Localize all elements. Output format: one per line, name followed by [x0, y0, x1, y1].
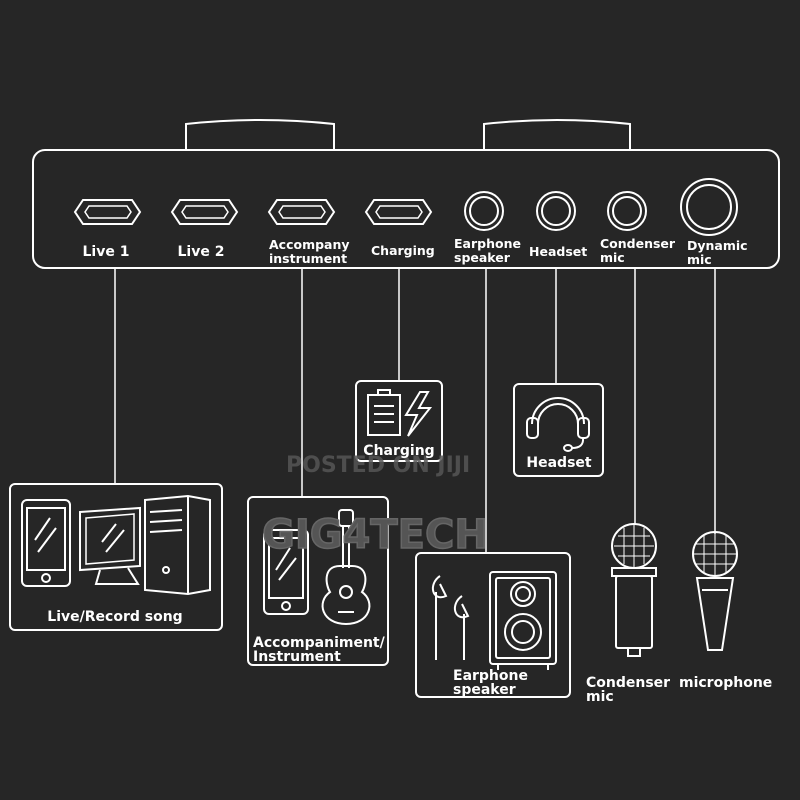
- watermark-posted: POSTED ON JIJI: [286, 453, 470, 478]
- soundcard-body: [32, 149, 780, 269]
- earphone-speaker-box: [415, 552, 571, 698]
- port-label-condenser-2: mic: [600, 250, 625, 265]
- headset-icon: [526, 397, 590, 452]
- port-label-headset: Headset: [529, 244, 587, 259]
- accompany-port: [267, 199, 336, 225]
- port-label-accompany-1: Accompany: [269, 237, 350, 252]
- dynamic-jack: [680, 178, 738, 236]
- phone-icon: [21, 499, 71, 587]
- earphones-icon: [431, 575, 470, 660]
- condenser-jack: [607, 191, 647, 231]
- phone-icon-2: [263, 529, 309, 615]
- port-label-condenser-1: Condenser: [600, 236, 676, 251]
- device-label-microphone: microphone: [679, 675, 772, 691]
- left-knob: [185, 119, 335, 150]
- monitor-icon: [79, 506, 141, 585]
- device-label-accompaniment-1: Accompaniment/: [253, 635, 386, 651]
- charging-port: [364, 199, 433, 225]
- live1-port: [73, 199, 142, 225]
- accompaniment-box: [247, 496, 389, 666]
- condenser-mic-icon: [611, 523, 657, 657]
- port-label-accompany-2: instrument: [269, 251, 347, 266]
- guitar-icon: [321, 509, 371, 626]
- battery-icon: [367, 389, 401, 436]
- device-label-condenser-1: Condenser: [586, 675, 670, 691]
- live2-port: [170, 199, 239, 225]
- dynamic-mic-icon: [692, 531, 738, 651]
- device-label-live-record: Live/Record song: [47, 609, 182, 625]
- charging-box: [355, 380, 443, 462]
- device-label-charging: Charging: [363, 443, 434, 459]
- port-label-charging: Charging: [371, 243, 435, 258]
- earphone-jack: [464, 191, 504, 231]
- port-label-live2: Live 2: [178, 244, 225, 260]
- device-label-condenser-2: mic: [586, 689, 614, 705]
- headset-box: [513, 383, 604, 477]
- device-label-earphone-2: speaker: [453, 682, 516, 698]
- port-label-dynamic-1: Dynamic: [687, 238, 748, 253]
- port-label-live1: Live 1: [83, 244, 130, 260]
- device-label-headset: Headset: [526, 455, 592, 471]
- port-label-dynamic-2: mic: [687, 252, 712, 267]
- lightning-icon: [404, 391, 433, 437]
- pc-tower-icon: [144, 494, 211, 596]
- device-label-accompaniment-2: Instrument: [253, 649, 341, 665]
- headset-jack: [536, 191, 576, 231]
- port-label-earphone-1: Earphone: [454, 236, 521, 251]
- watermark-brand: GIG4TECH: [262, 512, 488, 558]
- live-record-box: [9, 483, 223, 631]
- device-label-earphone-1: Earphone: [453, 668, 528, 684]
- speaker-icon: [489, 571, 557, 670]
- port-label-earphone-2: speaker: [454, 250, 511, 265]
- right-knob: [483, 119, 631, 150]
